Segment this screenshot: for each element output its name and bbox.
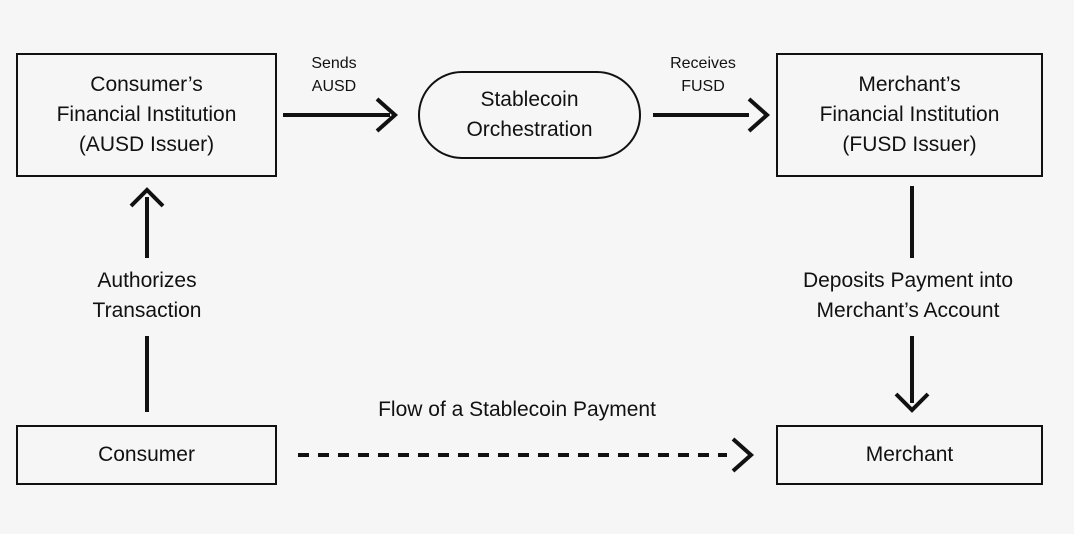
node-label-line: Financial Institution	[819, 103, 1000, 126]
sends-ausd-label: Sends AUSD	[311, 55, 357, 95]
deposits-payment-label: Deposits Payment into Merchant’s Account	[802, 269, 1014, 322]
stablecoin-orchestration-node: Stablecoin Orchestration	[418, 71, 641, 159]
flow-of-stablecoin-payment-label: Flow of a Stablecoin Payment	[378, 398, 656, 421]
node-label-line: Merchant	[865, 443, 954, 466]
node-label-line: Stablecoin	[480, 88, 579, 111]
authorizes-transaction-label: Authorizes Transaction	[92, 269, 202, 322]
node-label-line: Financial Institution	[56, 103, 237, 126]
flow-dashed-arrow	[298, 437, 755, 473]
receives-fusd-label: Receives FUSD	[670, 55, 736, 95]
consumer-node: Consumer	[16, 425, 277, 485]
sends-arrow	[283, 97, 399, 133]
merchant-financial-institution-node: Merchant’s Financial Institution (FUSD I…	[776, 53, 1043, 177]
node-label-line: (AUSD Issuer)	[78, 133, 215, 156]
node-label-line: Consumer’s	[90, 73, 203, 96]
merchant-node: Merchant	[776, 425, 1043, 485]
consumer-financial-institution-node: Consumer’s Financial Institution (AUSD I…	[16, 53, 277, 177]
receives-arrow	[653, 97, 771, 133]
node-label-line: (FUSD Issuer)	[842, 133, 977, 156]
node-label-line: Consumer	[98, 443, 195, 466]
node-label-line: Merchant’s	[858, 73, 961, 96]
node-label-line: Orchestration	[466, 118, 593, 141]
